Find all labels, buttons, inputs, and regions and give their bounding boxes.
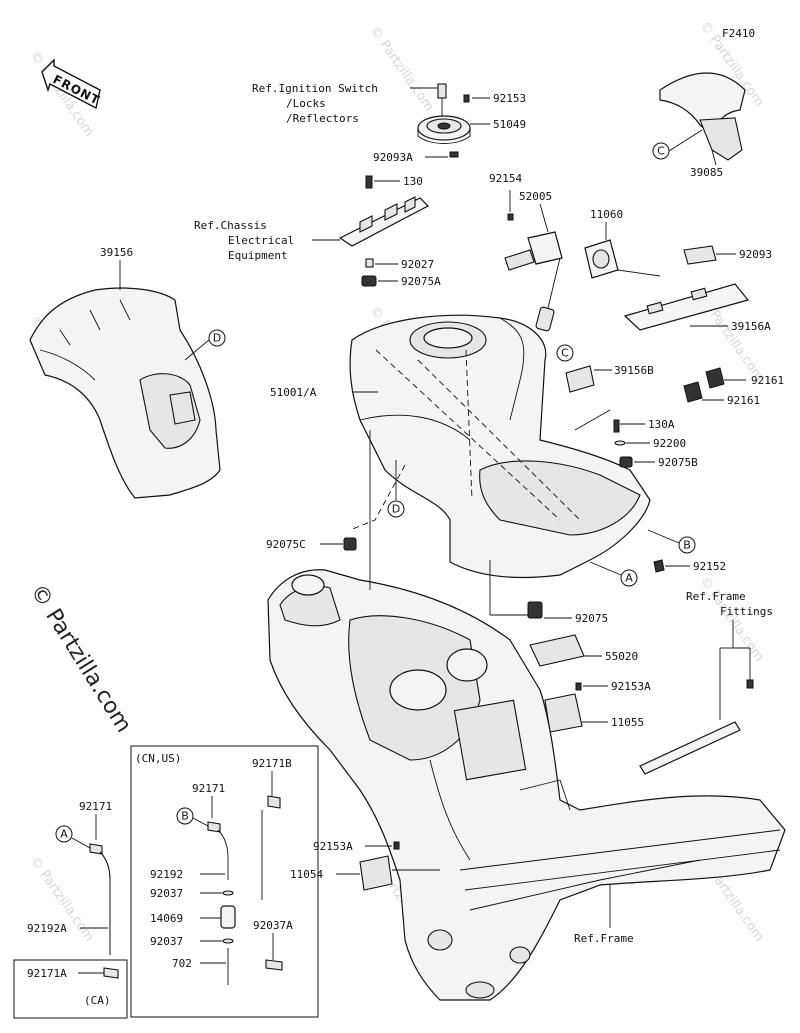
site-watermark: © Partzilla.com: [25, 580, 136, 737]
callout-92153: 92153: [493, 92, 526, 105]
part-11060-gasket: [584, 239, 619, 279]
part-39085: [659, 72, 746, 166]
callout-92075: 92075: [575, 612, 608, 625]
callout-11055: 11055: [611, 716, 644, 729]
inset-callout-92192: 92192: [150, 868, 183, 881]
callout-92192A: 92192A: [27, 922, 67, 935]
part-51001A-fuel-tank: [349, 314, 651, 578]
callout-92171-outer: 92171: [79, 800, 112, 813]
marker-d-label: D: [392, 503, 400, 516]
ref-frame-fittings-line2: Fittings: [720, 605, 773, 618]
main-frame: [267, 569, 786, 1001]
callout-39085: 39085: [690, 166, 723, 179]
marker-c-label: C: [657, 145, 665, 158]
inset-callout-702: 702: [172, 957, 192, 970]
part-52005-fuel-sender: [504, 231, 563, 332]
diagram-code: F2410: [722, 27, 755, 40]
callout-51001A: 51001/A: [270, 386, 317, 399]
callout-92075C: 92075C: [266, 538, 306, 551]
ref-ignition-line3: /Reflectors: [286, 112, 359, 125]
marker-c-label: C: [561, 347, 569, 360]
callout-51049: 51049: [493, 118, 526, 131]
marker-d-label: D: [213, 332, 221, 345]
marker-a: [55, 825, 73, 843]
part-51049-fuel-cap: [417, 115, 471, 144]
part-92093: [683, 245, 717, 265]
inset-callout-14069: 14069: [150, 912, 183, 925]
part-39156-cover: [29, 287, 221, 499]
inset-cn-us: (CN,US) 92171 B 92171B 92192 92037 14069…: [130, 745, 319, 1018]
callout-11060: 11060: [590, 208, 623, 221]
ref-chassis-line3: Equipment: [228, 249, 288, 262]
callout-92153A-upper: 92153A: [611, 680, 651, 693]
part-11055-bracket: [544, 693, 583, 733]
marker-b-label: B: [683, 539, 691, 552]
callout-92075B: 92075B: [658, 456, 698, 469]
inset-callout-92037-a: 92037: [150, 887, 183, 900]
ref-ignition-line2: /Locks: [286, 97, 326, 110]
ref-frame-fittings-line1: Ref.Frame: [686, 590, 746, 603]
ca-label: (CA): [84, 994, 111, 1007]
callout-92171A: 92171A: [27, 967, 67, 980]
callout-130A: 130A: [648, 418, 675, 431]
marker-d: [208, 329, 226, 347]
chassis-bracket: [338, 196, 430, 247]
marker-b: [176, 807, 194, 825]
callout-92075A: 92075A: [401, 275, 441, 288]
marker-b-label: B: [181, 810, 189, 823]
callout-92152: 92152: [693, 560, 726, 573]
callout-55020: 55020: [605, 650, 638, 663]
marker-c: [556, 344, 574, 362]
callout-92200: 92200: [653, 437, 686, 450]
callout-39156A: 39156A: [731, 320, 771, 333]
callout-39156: 39156: [100, 246, 133, 259]
callout-39156B: 39156B: [614, 364, 654, 377]
marker-a-label: A: [60, 828, 68, 841]
ref-chassis-line2: Electrical: [228, 234, 294, 247]
ref-ignition-line1: Ref.Ignition Switch: [252, 82, 378, 95]
callout-92093: 92093: [739, 248, 772, 261]
callout-92027: 92027: [401, 258, 434, 271]
callout-92161-a: 92161: [751, 374, 784, 387]
callout-130: 130: [403, 175, 423, 188]
inset-callout-92171: 92171: [192, 782, 225, 795]
inset-region-label: (CN,US): [135, 752, 181, 765]
marker-d: [387, 500, 405, 518]
callout-11054: 11054: [290, 868, 323, 881]
ca-box: 92171A (CA): [13, 959, 128, 1019]
marker-a: [620, 569, 638, 587]
part-11054-bracket: [359, 855, 393, 891]
inset-callout-92037A: 92037A: [253, 919, 293, 932]
callout-92093A: 92093A: [373, 151, 413, 164]
watermark: © Partzilla.com: [367, 24, 437, 115]
marker-a-label: A: [625, 572, 633, 585]
inset-callout-92037-b: 92037: [150, 935, 183, 948]
part-55020: [529, 634, 585, 667]
callout-92153A-lower: 92153A: [313, 840, 353, 853]
watermark: © Partzilla.com: [697, 574, 767, 665]
frame-fitting-bar: [639, 721, 741, 775]
callout-92161-b: 92161: [727, 394, 760, 407]
part-39156A-pad: [623, 283, 750, 331]
callout-92154: 92154: [489, 172, 522, 185]
marker-b: [678, 536, 696, 554]
ref-frame: Ref.Frame: [574, 932, 634, 945]
callout-52005: 52005: [519, 190, 552, 203]
inset-callout-92171B: 92171B: [252, 757, 292, 770]
ref-chassis-line1: Ref.Chassis: [194, 219, 267, 232]
